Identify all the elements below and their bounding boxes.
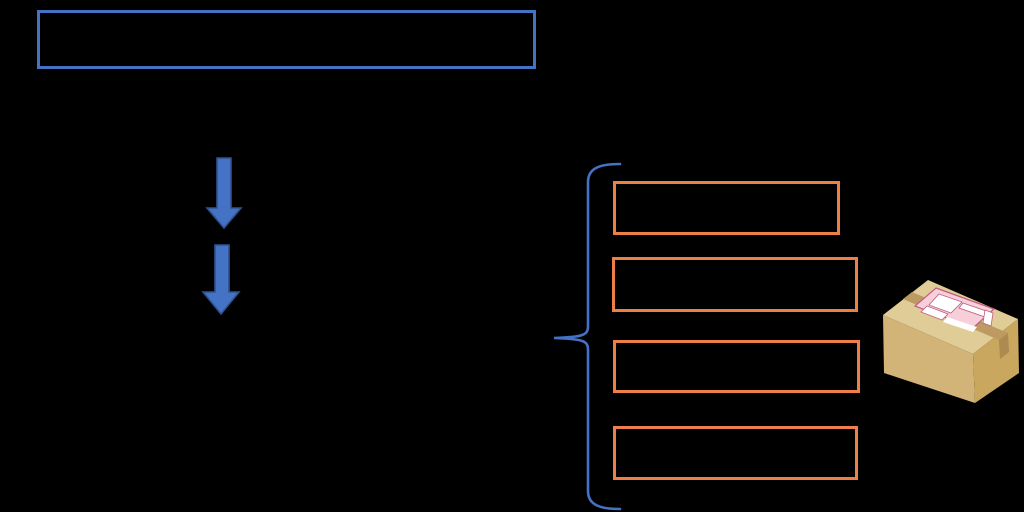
down-arrow-icon (201, 244, 241, 316)
shipping-label-slip (982, 309, 994, 327)
left-brace-icon (553, 162, 622, 511)
package-box-icon (883, 280, 1019, 403)
title-box (37, 10, 536, 69)
package-tape-side (999, 333, 1009, 359)
list-item-box-2 (612, 257, 858, 312)
package-left-face (883, 315, 975, 403)
shipping-label-panel (943, 317, 977, 332)
list-item-box-1 (613, 181, 840, 235)
shipping-label-panel (920, 305, 949, 321)
shipping-label-panel (928, 293, 963, 314)
list-item-box-4 (613, 426, 858, 480)
list-item-box-3 (613, 340, 860, 393)
down-arrow-icon (205, 157, 243, 230)
